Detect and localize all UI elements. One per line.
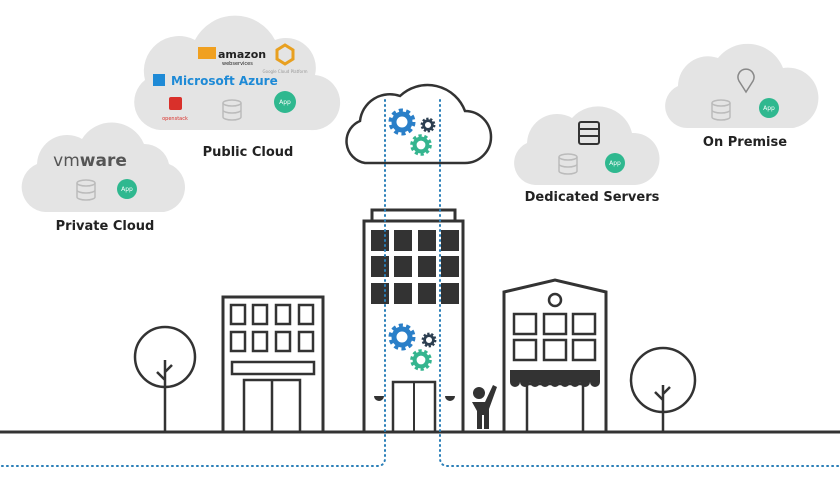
app-icon — [274, 91, 296, 113]
server-icon — [578, 121, 600, 145]
public-cloud-label: Public Cloud — [203, 145, 294, 160]
svg-text:amazon: amazon — [218, 48, 266, 61]
on-premise-label: On Premise — [703, 135, 787, 150]
svg-text:Google Cloud Platform: Google Cloud Platform — [263, 69, 308, 74]
app-icon — [117, 179, 137, 199]
private-cloud-label: Private Cloud — [56, 219, 155, 234]
amazon-web-services-logo: amazon webservices — [198, 47, 266, 67]
tall-building — [362, 208, 465, 434]
microsoft-azure-logo: Microsoft Azure — [153, 74, 278, 88]
tree — [133, 325, 197, 432]
svg-text:webservices: webservices — [222, 61, 253, 67]
app-icon-label: App — [121, 186, 133, 193]
central-cloud — [345, 83, 493, 165]
on-premise-cloud: App — [665, 43, 819, 129]
office-building — [221, 295, 325, 434]
store-building — [502, 278, 608, 434]
network-connection-line — [439, 99, 840, 467]
app-icon — [759, 98, 779, 118]
dedicated-servers-label: Dedicated Servers — [525, 190, 660, 205]
dedicated-servers-cloud: App — [514, 106, 660, 185]
gears-icon — [392, 327, 437, 368]
public-cloud: amazon webservices Google Cloud Platform… — [134, 15, 341, 131]
app-icon-label: App — [763, 105, 775, 112]
app-icon-label: App — [609, 160, 621, 167]
svg-text:openstack: openstack — [162, 116, 188, 122]
app-icon-label: App — [279, 99, 291, 106]
openstack-logo: openstack — [162, 97, 188, 122]
network-connection-line — [0, 99, 386, 467]
google-cloud-platform-logo: Google Cloud Platform — [263, 43, 308, 74]
person-icon — [472, 385, 497, 429]
app-icon — [605, 153, 625, 173]
svg-text:Microsoft Azure: Microsoft Azure — [171, 74, 278, 88]
tree — [629, 346, 697, 432]
vmware-logo: vmware — [53, 151, 127, 171]
private-cloud: vmware App — [21, 122, 185, 212]
location-pin-icon — [737, 68, 755, 94]
